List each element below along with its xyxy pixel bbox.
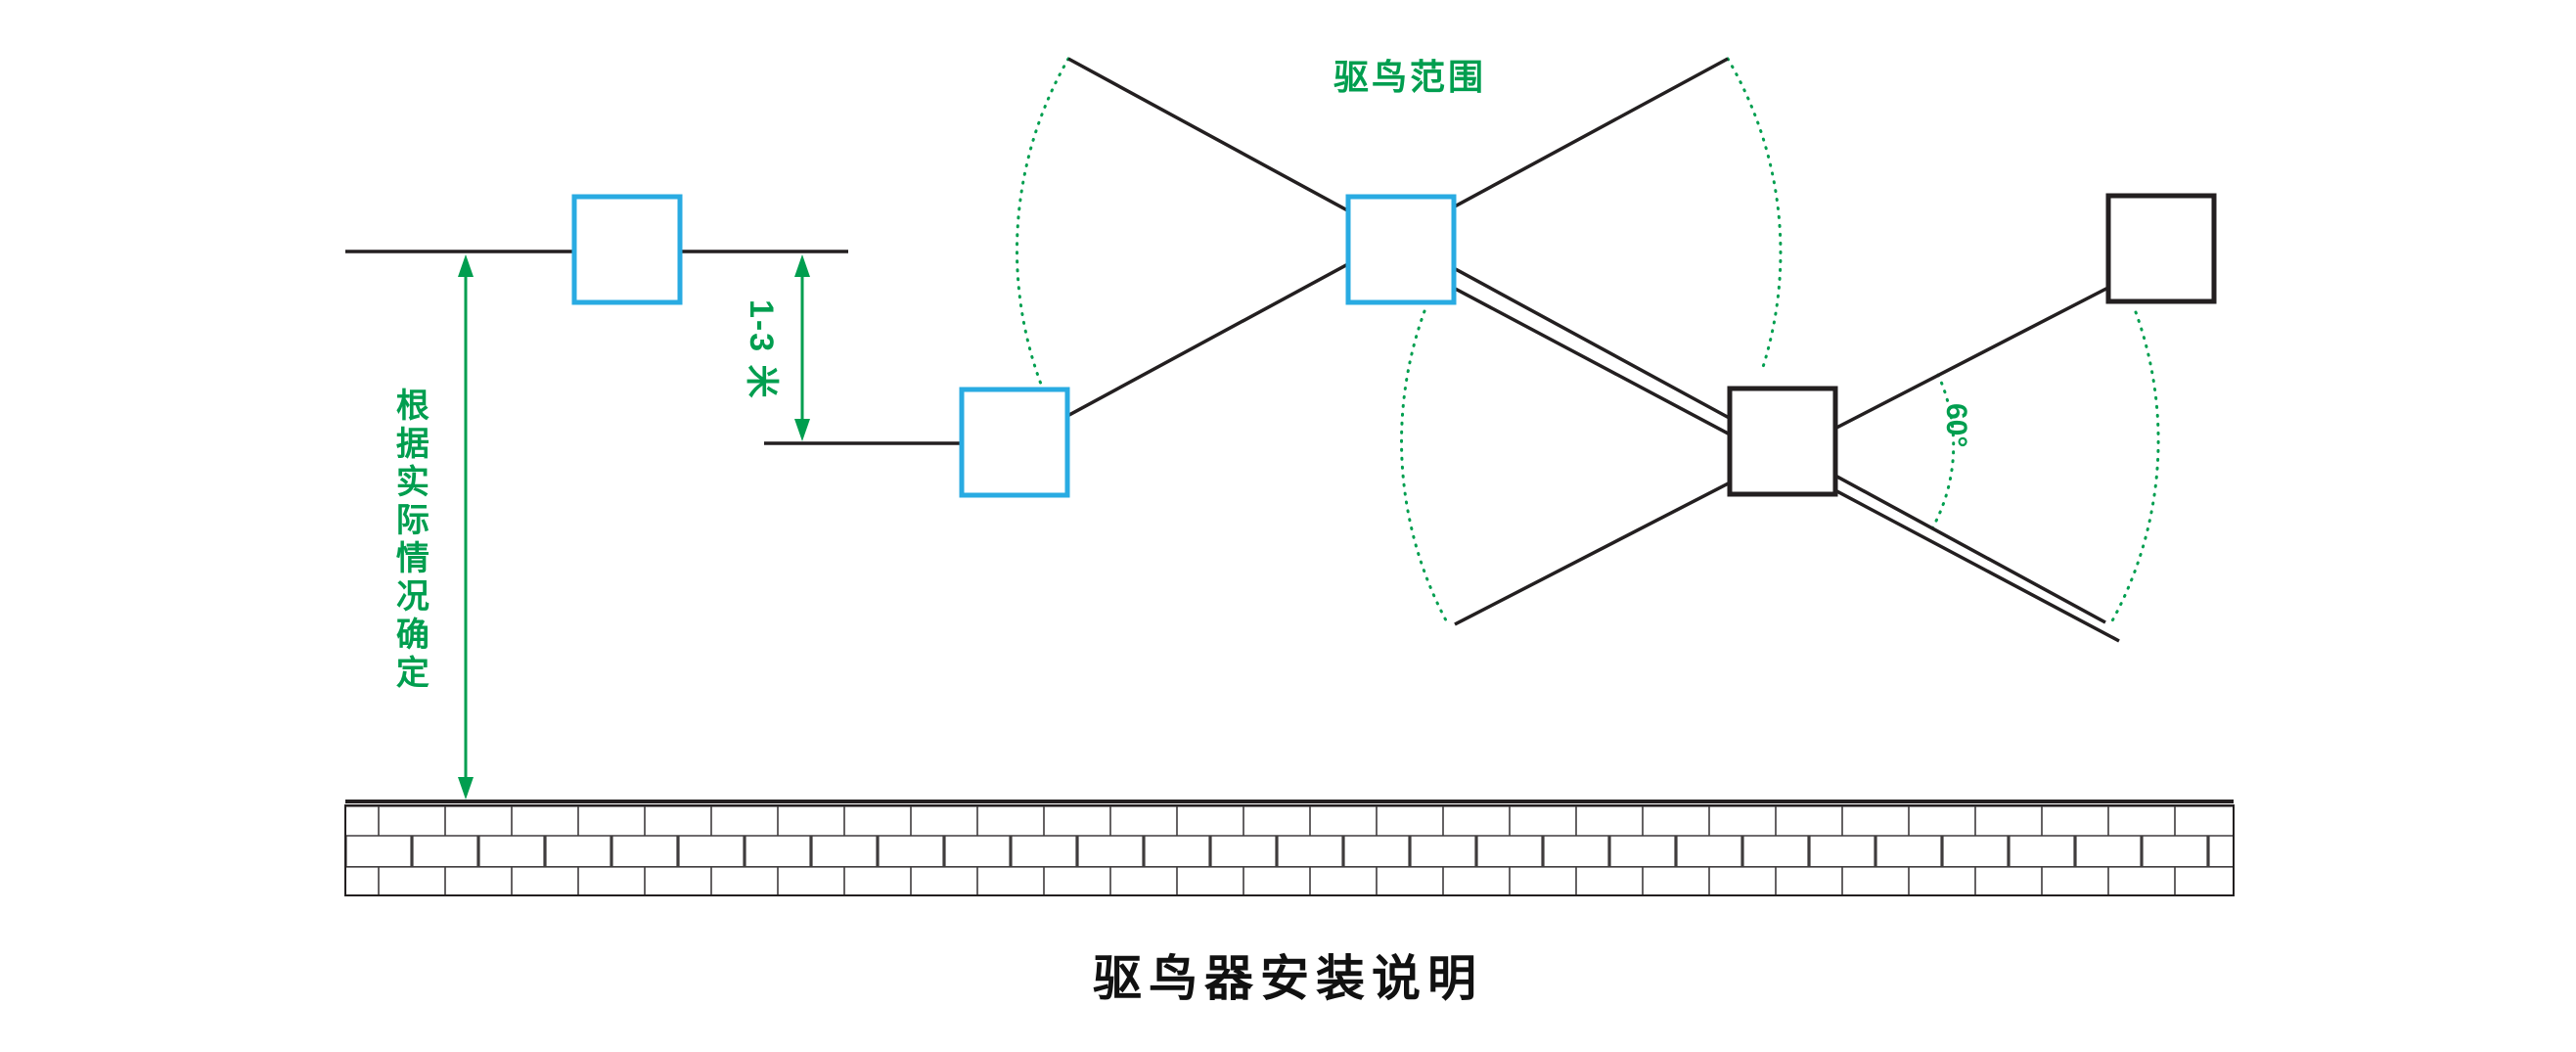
- repel-range-label: 驱鸟范围: [1333, 57, 1487, 97]
- device-box-4: [1727, 386, 1838, 497]
- distance-arrow: [794, 254, 810, 441]
- arrowhead-up-icon: [458, 254, 474, 277]
- distance-label: 1-3 米: [743, 299, 780, 400]
- device-box-5: [2105, 193, 2217, 304]
- angle-60-arc: [1930, 373, 1956, 530]
- coverage-arc-right-of-device-3: [1726, 57, 1783, 369]
- coverage-arc-left-of-device-3: [1016, 57, 1070, 444]
- angle-label: 60°: [1940, 403, 1972, 448]
- brick-wall: [344, 804, 2235, 896]
- coverage-arc-left-of-device-4: [1400, 309, 1448, 622]
- arrowhead-up-icon: [794, 254, 810, 277]
- diagram-title: 驱鸟器安装说明: [1093, 951, 1483, 1006]
- crossing-wire-a: [1067, 57, 2106, 624]
- arrowhead-down-icon: [794, 419, 810, 441]
- height-note-label: 根据实际情况确定: [390, 388, 429, 693]
- arrowhead-down-icon: [458, 777, 474, 800]
- device-box-3: [1345, 194, 1457, 305]
- device-box-1: [571, 194, 683, 305]
- height-arrow: [458, 254, 474, 800]
- device-box-2: [959, 387, 1070, 498]
- coverage-arc-right-of-device-4: [2108, 310, 2160, 626]
